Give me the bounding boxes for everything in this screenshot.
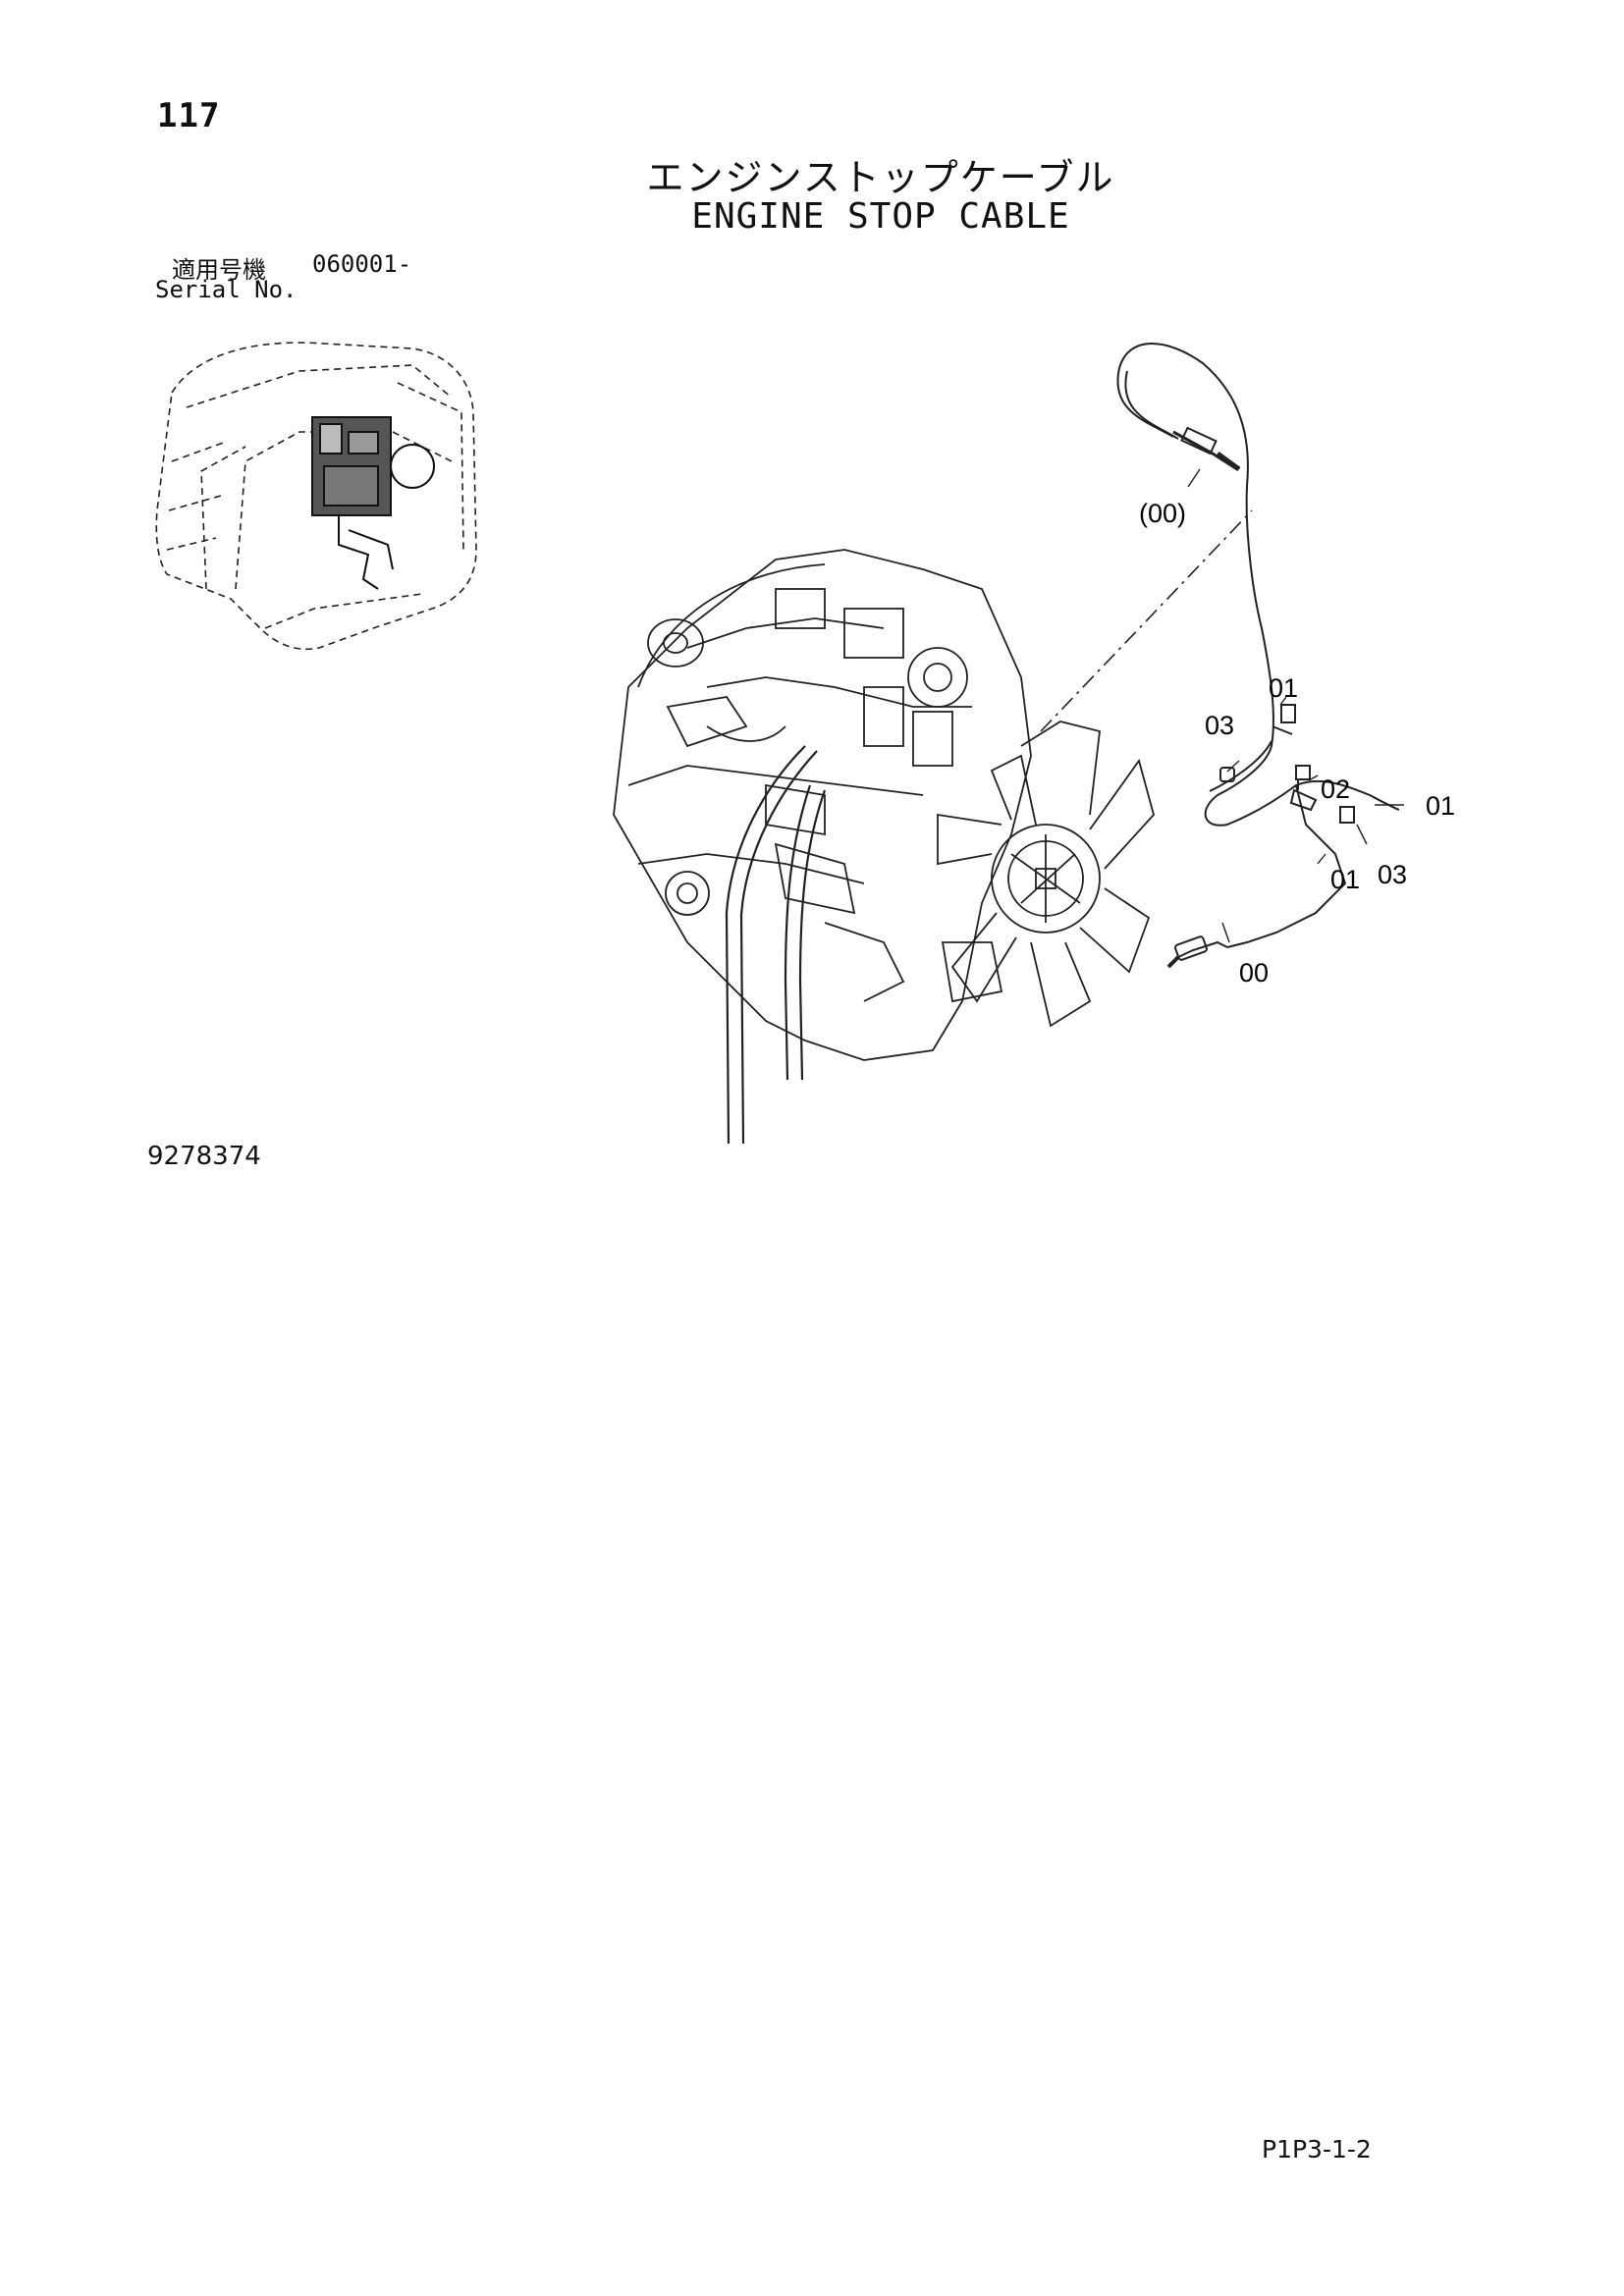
serial-number-value: 060001- (312, 250, 412, 278)
callout-01-right: 01 (1426, 791, 1455, 821)
drawing-number: 9278374 (147, 1142, 261, 1171)
callout-leaders (1187, 468, 1404, 943)
page-number: 117 (157, 96, 221, 135)
page-title-japanese: エンジンストップケーブル (646, 156, 1115, 199)
page-title-english: ENGINE STOP CABLE (691, 196, 1070, 237)
callout-03-left: 03 (1205, 711, 1234, 740)
machine-locator-thumbnail (155, 342, 477, 651)
engine-assembly-drawing (613, 549, 1032, 1145)
engine-fan-drawing (937, 721, 1155, 1028)
callout-00: 00 (1239, 958, 1269, 988)
callout-02: 02 (1321, 774, 1350, 804)
serial-label-japanese: 適用号機 (172, 256, 266, 284)
leader-line (1040, 509, 1253, 732)
callout-01-bottom: 01 (1330, 865, 1360, 894)
engine-stop-cable-drawing (1116, 343, 1400, 969)
callout-03-right: 03 (1378, 860, 1407, 889)
engine-locator-highlight (311, 416, 435, 590)
callout-01-top: 01 (1269, 673, 1298, 703)
serial-label-english: Serial No. (155, 276, 298, 303)
callout-cable-assembly: (00) (1139, 499, 1186, 528)
footer-page-code: P1P3-1-2 (1262, 2135, 1372, 2163)
